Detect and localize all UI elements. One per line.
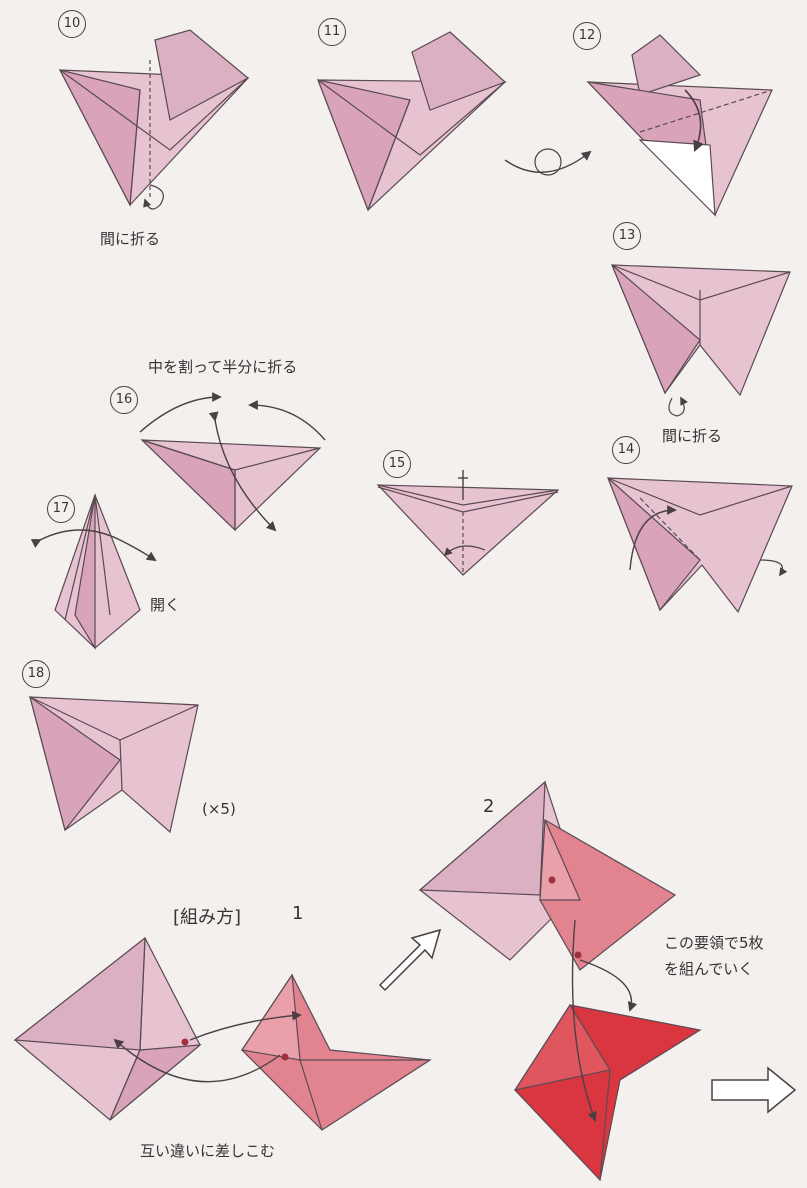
assembly-step-2: 2 xyxy=(483,796,495,817)
step-14-marker: 14 xyxy=(612,436,640,464)
note-repeat-line2: を組んでいく xyxy=(664,960,754,978)
assembly-2-pink-piece xyxy=(539,818,677,971)
assembly-step-1: 1 xyxy=(292,903,304,924)
figure-16 xyxy=(139,392,326,532)
note-insert-alternately: 互い違いに差しこむ xyxy=(140,1142,276,1160)
figure-13 xyxy=(611,264,791,417)
figure-11 xyxy=(317,31,507,212)
figure-14 xyxy=(607,477,793,614)
note-repeat-line1: この要領で5枚 xyxy=(664,934,764,952)
step-10-marker: 10 xyxy=(58,10,86,38)
hollow-arrow-2 xyxy=(711,1066,797,1114)
assembly-2-light-piece xyxy=(418,780,581,961)
assembly-2-arrows xyxy=(548,876,638,1122)
note-fold-inside-10: 間に折る xyxy=(100,230,161,248)
figure-17 xyxy=(30,493,157,651)
step-16-marker: 16 xyxy=(110,386,138,414)
assembly-1-pink-piece xyxy=(240,973,432,1131)
assembly-1-arrows xyxy=(113,1010,302,1083)
step-18-marker: 18 xyxy=(22,660,50,688)
note-fold-inside-13: 間に折る xyxy=(662,427,723,445)
assembly-title: [組み方] xyxy=(173,907,242,928)
step-13-marker: 13 xyxy=(613,222,641,250)
hollow-arrow-1 xyxy=(378,928,442,992)
step-12-marker: 12 xyxy=(573,22,601,50)
figure-12 xyxy=(504,34,773,217)
note-open: 開く xyxy=(150,596,181,614)
figure-18 xyxy=(29,695,199,834)
step-17-marker: 17 xyxy=(47,495,75,523)
figure-15 xyxy=(376,470,560,576)
step-15-marker: 15 xyxy=(383,450,411,478)
figure-10 xyxy=(58,29,250,210)
assembly-2-red-piece xyxy=(513,1003,702,1182)
assembly-1-light-piece xyxy=(13,936,202,1121)
note-times-five: (×5) xyxy=(202,800,236,818)
note-split-fold-half: 中を割って半分に折る xyxy=(148,358,298,376)
step-11-marker: 11 xyxy=(318,18,346,46)
